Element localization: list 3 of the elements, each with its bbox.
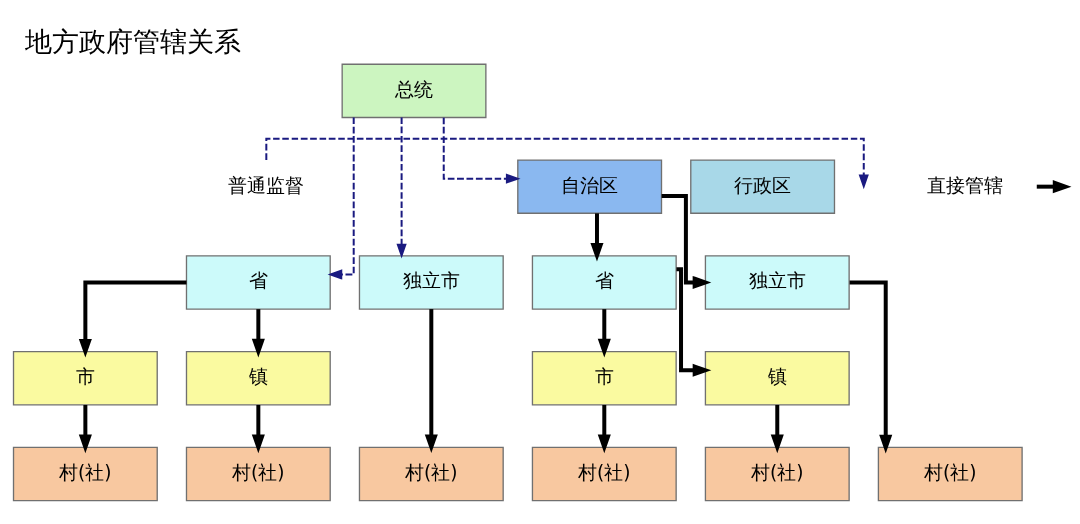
diagram-title: 地方政府管辖关系	[24, 25, 241, 57]
legend-label: 直接管辖	[926, 174, 1003, 196]
legend-label: 普通监督	[228, 174, 305, 196]
